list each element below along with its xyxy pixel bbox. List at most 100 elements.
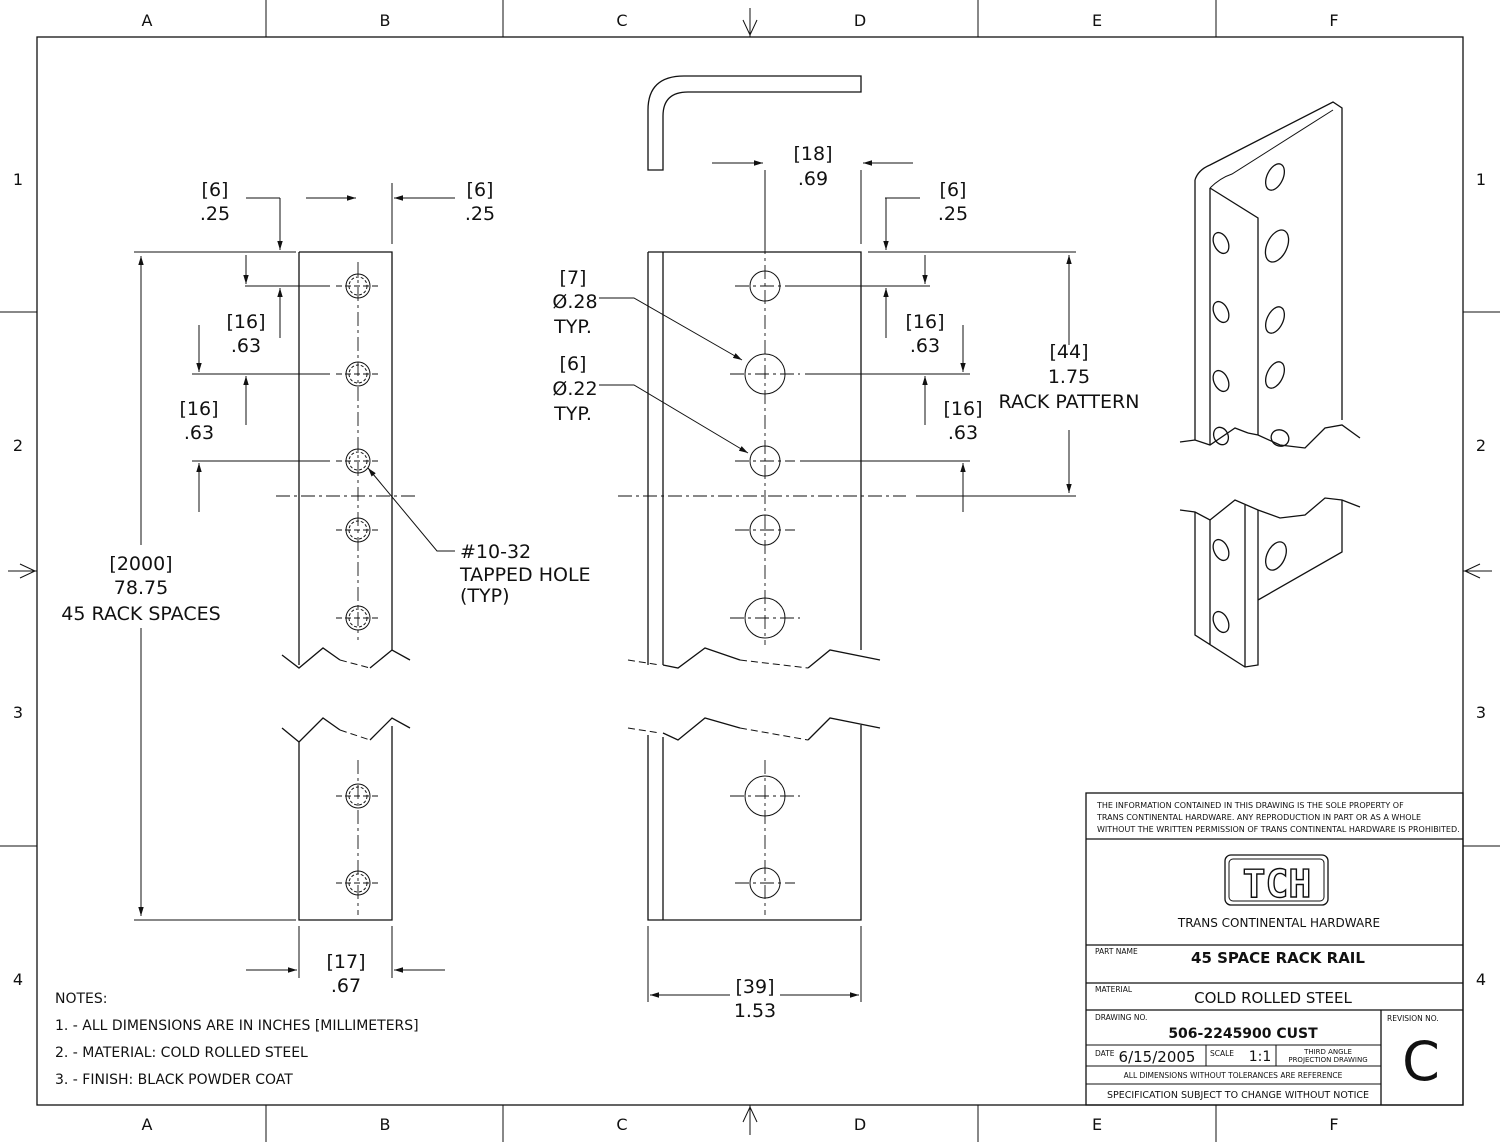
dim-edge-right-in: .25 bbox=[938, 203, 968, 225]
dim-pitch-r1-mm: [16] bbox=[905, 311, 944, 333]
tapped-hole-callout-1: #10-32 bbox=[460, 541, 531, 563]
dim-pitch-r1-in: .63 bbox=[910, 335, 940, 357]
disclaimer-line: TRANS CONTINENTAL HARDWARE. ANY REPRODUC… bbox=[1096, 813, 1421, 822]
scale-label: SCALE bbox=[1210, 1049, 1234, 1058]
tch-logo: TCH bbox=[1224, 854, 1329, 907]
zone-col-c-top: C bbox=[616, 11, 627, 30]
dim-edge-right-mm: [6] bbox=[940, 179, 967, 201]
title-block: THE INFORMATION CONTAINED IN THIS DRAWIN… bbox=[1085, 792, 1464, 1106]
revision-value: C bbox=[1402, 1030, 1440, 1093]
zone-col-b-top: B bbox=[380, 11, 391, 30]
clearance-hole-large bbox=[730, 597, 800, 639]
dim-top-left-mm: [6] bbox=[202, 179, 229, 201]
dim-top-right-in: .25 bbox=[465, 203, 495, 225]
date-value: 6/15/2005 bbox=[1119, 1048, 1196, 1066]
drawing-no-label: DRAWING NO. bbox=[1095, 1013, 1147, 1022]
zone-row-4-left: 4 bbox=[13, 970, 23, 989]
revision-label: REVISION NO. bbox=[1387, 1014, 1439, 1023]
note-item: 3. - FINISH: BLACK POWDER COAT bbox=[55, 1072, 293, 1088]
dim-rack-pattern-mm: [44] bbox=[1049, 341, 1088, 363]
clearance-hole-large bbox=[730, 775, 800, 817]
rail-profile-section bbox=[647, 75, 862, 171]
dim-hole-large-typ: TYP. bbox=[553, 316, 592, 338]
zone-row-2-left: 2 bbox=[13, 436, 23, 455]
zone-row-2-right: 2 bbox=[1476, 436, 1486, 455]
isometric-view bbox=[1179, 101, 1361, 668]
logo-text: TCH bbox=[1243, 862, 1312, 906]
dim-hole-small-in: Ø.22 bbox=[552, 378, 597, 400]
company-name: TRANS CONTINENTAL HARDWARE bbox=[1177, 916, 1380, 930]
tapped-hole bbox=[336, 517, 380, 543]
zone-col-a-top: A bbox=[142, 11, 153, 30]
projection-line: THIRD ANGLE bbox=[1303, 1048, 1352, 1056]
zone-col-e-top: E bbox=[1092, 11, 1102, 30]
dim-pitch1-mm: [16] bbox=[226, 311, 265, 333]
part-name-label: PART NAME bbox=[1095, 947, 1138, 956]
disclaimer-line: THE INFORMATION CONTAINED IN THIS DRAWIN… bbox=[1096, 801, 1404, 810]
center-marks bbox=[8, 8, 1492, 1135]
zone-col-e-bottom: E bbox=[1092, 1115, 1102, 1134]
clearance-hole-large bbox=[730, 353, 800, 395]
tapped-hole bbox=[336, 783, 380, 809]
zone-row-1-left: 1 bbox=[13, 170, 23, 189]
zone-row-1-right: 1 bbox=[1476, 170, 1486, 189]
zone-col-d-bottom: D bbox=[854, 1115, 866, 1134]
dim-hole-small-mm: [6] bbox=[560, 353, 587, 375]
dim-pitch2-in: .63 bbox=[184, 422, 214, 444]
zone-row-3-left: 3 bbox=[13, 703, 23, 722]
dim-flange-in: .69 bbox=[798, 168, 828, 190]
dim-width-right-mm: [39] bbox=[735, 976, 774, 998]
part-name: 45 SPACE RACK RAIL bbox=[1191, 949, 1365, 967]
scale-value: 1:1 bbox=[1249, 1049, 1272, 1065]
note-item: 1. - ALL DIMENSIONS ARE IN INCHES [MILLI… bbox=[55, 1018, 419, 1034]
drawing-no: 506-2245900 CUST bbox=[1168, 1026, 1318, 1042]
clearance-hole-small bbox=[735, 270, 795, 302]
front-view: [6] .25 [6] .25 [16] .63 [16] .63 [2000]… bbox=[61, 179, 590, 997]
material-label: MATERIAL bbox=[1095, 985, 1133, 994]
tapped-hole bbox=[336, 273, 380, 299]
dim-hole-small-typ: TYP. bbox=[553, 403, 592, 425]
dim-pitch2-mm: [16] bbox=[179, 398, 218, 420]
note-item: 2. - MATERIAL: COLD ROLLED STEEL bbox=[55, 1045, 308, 1061]
dim-flange-mm: [18] bbox=[793, 143, 832, 165]
zone-row-3-right: 3 bbox=[1476, 703, 1486, 722]
zone-col-a-bottom: A bbox=[142, 1115, 153, 1134]
dim-pitch-r2-mm: [16] bbox=[943, 398, 982, 420]
dim-hole-large-in: Ø.28 bbox=[552, 291, 597, 313]
clearance-hole-small bbox=[735, 514, 795, 546]
dim-pitch1-in: .63 bbox=[231, 335, 261, 357]
notes-heading: NOTES: bbox=[55, 991, 108, 1007]
dim-hole-large-mm: [7] bbox=[560, 267, 587, 289]
dim-rack-pattern-in: 1.75 bbox=[1048, 366, 1090, 388]
disclaimer-line: WITHOUT THE WRITTEN PERMISSION OF TRANS … bbox=[1097, 825, 1460, 834]
zone-col-f-top: F bbox=[1329, 11, 1338, 30]
iso-holes bbox=[1212, 163, 1290, 634]
zone-row-4-right: 4 bbox=[1476, 970, 1486, 989]
tapped-hole bbox=[336, 361, 380, 387]
dim-length-in: 78.75 bbox=[114, 577, 168, 599]
projection-line: PROJECTION DRAWING bbox=[1288, 1056, 1367, 1064]
spec-note: SPECIFICATION SUBJECT TO CHANGE WITHOUT … bbox=[1107, 1090, 1369, 1101]
zone-col-d-top: D bbox=[854, 11, 866, 30]
material-value: COLD ROLLED STEEL bbox=[1194, 989, 1352, 1007]
dim-width-left-in: .67 bbox=[331, 975, 361, 997]
zone-col-b-bottom: B bbox=[380, 1115, 391, 1134]
side-view: [18] .69 [6] .25 [7] Ø.28 TYP. [6] Ø.22 … bbox=[552, 75, 1140, 1022]
dim-top-right-mm: [6] bbox=[467, 179, 494, 201]
dim-length-mm: [2000] bbox=[109, 553, 172, 575]
dim-length-note: 45 RACK SPACES bbox=[61, 603, 220, 625]
dim-rack-pattern-label: RACK PATTERN bbox=[999, 391, 1140, 413]
dim-top-left-in: .25 bbox=[200, 203, 230, 225]
clearance-hole-small bbox=[735, 445, 795, 477]
tapped-hole-callout-3: (TYP) bbox=[460, 585, 510, 607]
tolerance-note: ALL DIMENSIONS WITHOUT TOLERANCES ARE RE… bbox=[1124, 1071, 1343, 1080]
dim-width-left-mm: [17] bbox=[326, 951, 365, 973]
clearance-hole-small bbox=[735, 867, 795, 899]
tapped-hole bbox=[336, 448, 380, 474]
date-label: DATE bbox=[1095, 1049, 1115, 1058]
zone-col-f-bottom: F bbox=[1329, 1115, 1338, 1134]
notes: NOTES: 1. - ALL DIMENSIONS ARE IN INCHES… bbox=[55, 991, 419, 1088]
